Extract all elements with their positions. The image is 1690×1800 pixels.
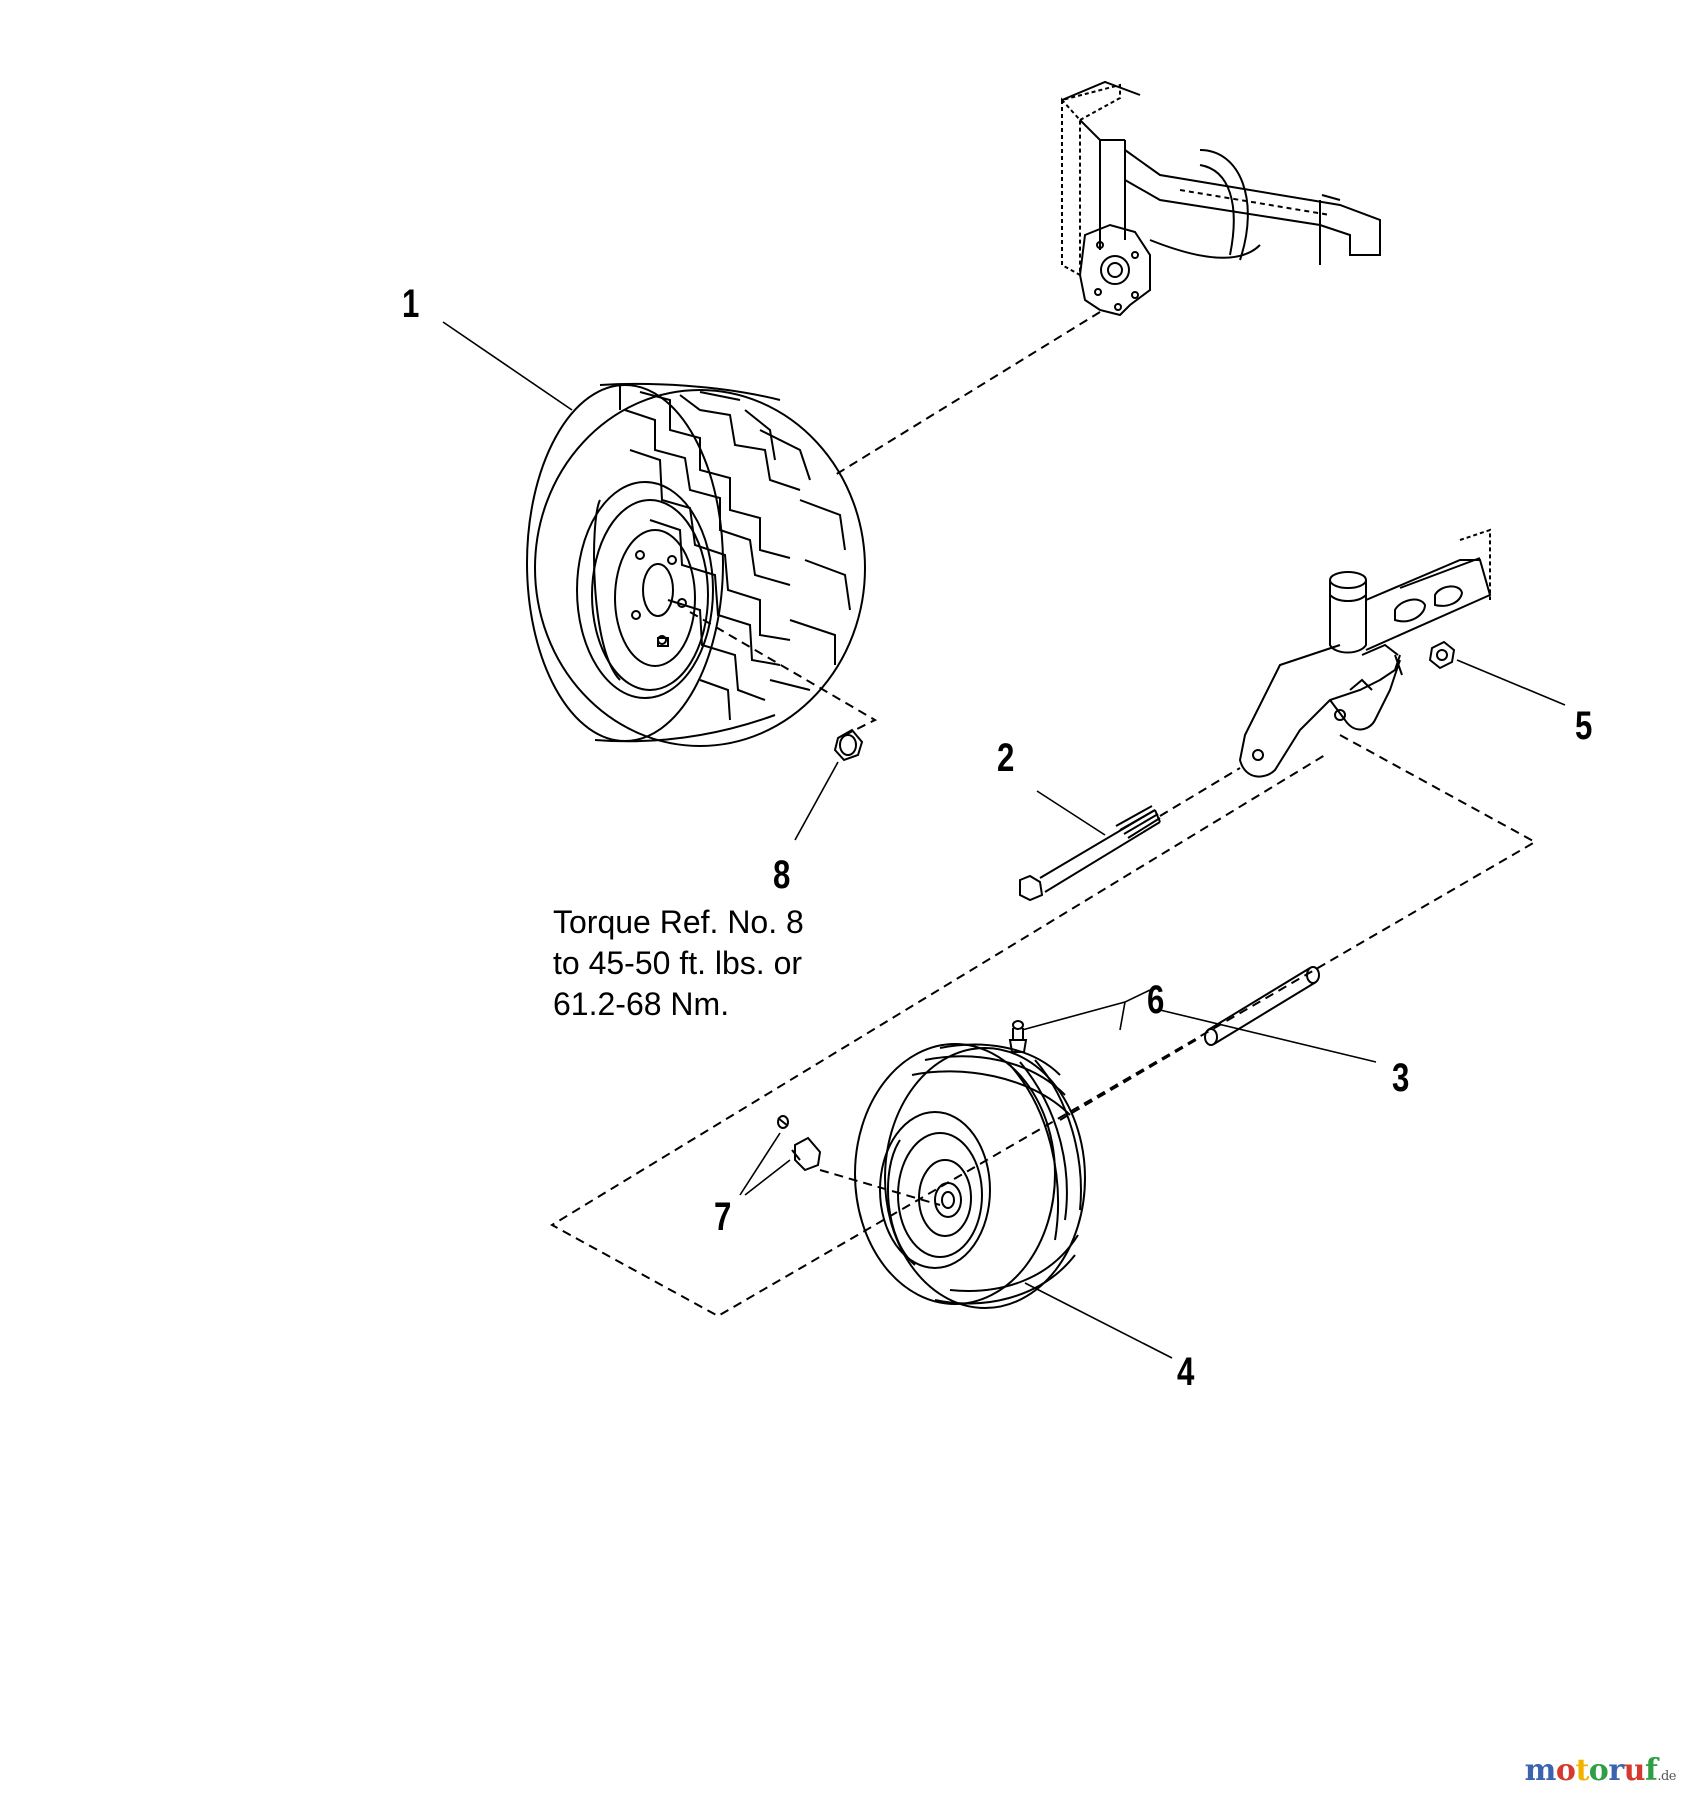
tube-to-wheel-line	[1059, 1039, 1197, 1121]
torque-note-line-3: 61.2-68 Nm.	[553, 986, 730, 1022]
rear-wheel-tire	[526, 382, 866, 747]
callout-1: 1	[402, 282, 420, 326]
spacer-tube	[1204, 966, 1320, 1046]
caster-fork-bracket	[1238, 528, 1492, 778]
callout-2: 2	[997, 736, 1015, 780]
wheel-to-nut-line	[689, 611, 878, 736]
callout-7: 7	[714, 1195, 732, 1239]
frame-axle-assembly	[1061, 80, 1381, 317]
callout-4: 4	[1177, 1350, 1195, 1394]
caster-wheel	[854, 1043, 1086, 1309]
watermark-text: motoruf	[1524, 1753, 1658, 1788]
torque-note-line-2: to 45-50 ft. lbs. or	[553, 945, 803, 981]
bolt-to-fork-line	[1159, 767, 1241, 817]
fork-nut	[1428, 640, 1456, 670]
torque-note: Torque Ref. No. 8 to 45-50 ft. lbs. or 6…	[553, 902, 804, 1025]
grease-fitting-top	[1008, 1020, 1028, 1053]
leader-lines	[442, 321, 1566, 1359]
axle-bolt	[1019, 805, 1161, 902]
watermark-tld: .de	[1657, 1769, 1676, 1784]
motoruf-watermark-logo: motoruf.de	[1524, 1753, 1677, 1788]
lug-nut	[833, 728, 864, 762]
wheel-bushing	[791, 1136, 822, 1172]
callout-3: 3	[1392, 1056, 1410, 1100]
torque-note-line-1: Torque Ref. No. 8	[553, 904, 804, 940]
bushing-to-wheel-line	[819, 1169, 941, 1206]
grease-fitting-hub	[777, 1115, 789, 1129]
callout-8: 8	[773, 853, 791, 897]
assembly-dashed-outline	[550, 734, 1538, 1318]
callout-6: 6	[1147, 978, 1165, 1022]
hub-to-wheel-line	[834, 311, 1101, 476]
callout-5: 5	[1575, 704, 1593, 748]
